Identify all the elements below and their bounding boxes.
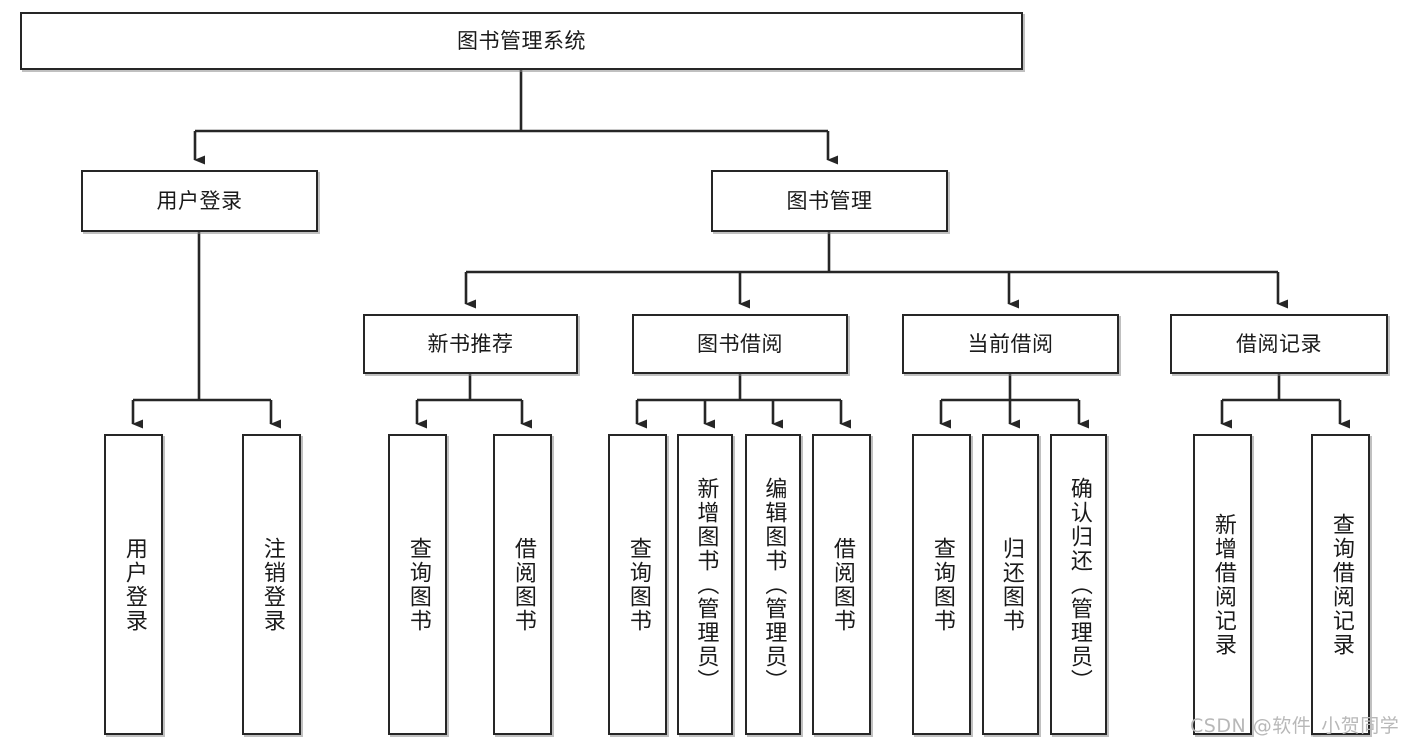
node-current-borrow[interactable]: 当前借阅 [902, 314, 1119, 374]
leaf-user-login-logout[interactable]: 注销登录 [242, 434, 301, 735]
node-label: 查询图书 [405, 536, 431, 633]
node-new-book-recommend[interactable]: 新书推荐 [363, 314, 578, 374]
node-label: 查询图书 [929, 536, 955, 633]
node-label: 借阅图书 [829, 536, 855, 633]
leaf-recommend-borrow-book[interactable]: 借阅图书 [493, 434, 552, 735]
node-book-management[interactable]: 图书管理 [711, 170, 948, 232]
leaf-current-confirm-return-admin[interactable]: 确认归还（管理员） [1050, 434, 1107, 735]
leaf-user-login-login[interactable]: 用户登录 [104, 434, 163, 735]
leaf-borrow-edit-book-admin[interactable]: 编辑图书（管理员） [745, 434, 801, 735]
node-label: 归还图书 [998, 536, 1024, 633]
node-label: 借阅记录 [1236, 331, 1322, 356]
leaf-current-return-book[interactable]: 归还图书 [982, 434, 1039, 735]
leaf-borrow-borrow-book[interactable]: 借阅图书 [812, 434, 871, 735]
leaf-current-query-book[interactable]: 查询图书 [912, 434, 971, 735]
node-book-borrow[interactable]: 图书借阅 [632, 314, 848, 374]
node-book-management-system[interactable]: 图书管理系统 [20, 12, 1023, 70]
node-label: 当前借阅 [967, 331, 1054, 356]
node-borrow-record[interactable]: 借阅记录 [1170, 314, 1388, 374]
node-label: 查询图书 [625, 536, 651, 633]
leaf-recommend-query-book[interactable]: 查询图书 [388, 434, 447, 735]
node-label: 注销登录 [259, 536, 285, 633]
node-label: 编辑图书（管理员） [761, 476, 787, 693]
node-user-login[interactable]: 用户登录 [81, 170, 318, 232]
node-label: 借阅图书 [510, 536, 536, 633]
node-label: 图书管理 [786, 188, 873, 213]
leaf-borrow-query-book[interactable]: 查询图书 [608, 434, 667, 735]
node-label: 用户登录 [156, 188, 243, 213]
node-label: 新增借阅记录 [1210, 512, 1236, 657]
node-label: 新增图书（管理员） [693, 476, 719, 693]
node-label: 用户登录 [121, 536, 147, 633]
node-label: 查询借阅记录 [1328, 512, 1354, 657]
node-label: 图书管理系统 [457, 28, 586, 53]
node-label: 新书推荐 [427, 331, 514, 356]
leaf-borrow-add-book-admin[interactable]: 新增图书（管理员） [677, 434, 733, 735]
leaf-record-query-borrow-record[interactable]: 查询借阅记录 [1311, 434, 1370, 735]
node-label: 确认归还（管理员） [1066, 476, 1092, 693]
leaf-record-add-borrow-record[interactable]: 新增借阅记录 [1193, 434, 1252, 735]
node-label: 图书借阅 [697, 331, 783, 356]
